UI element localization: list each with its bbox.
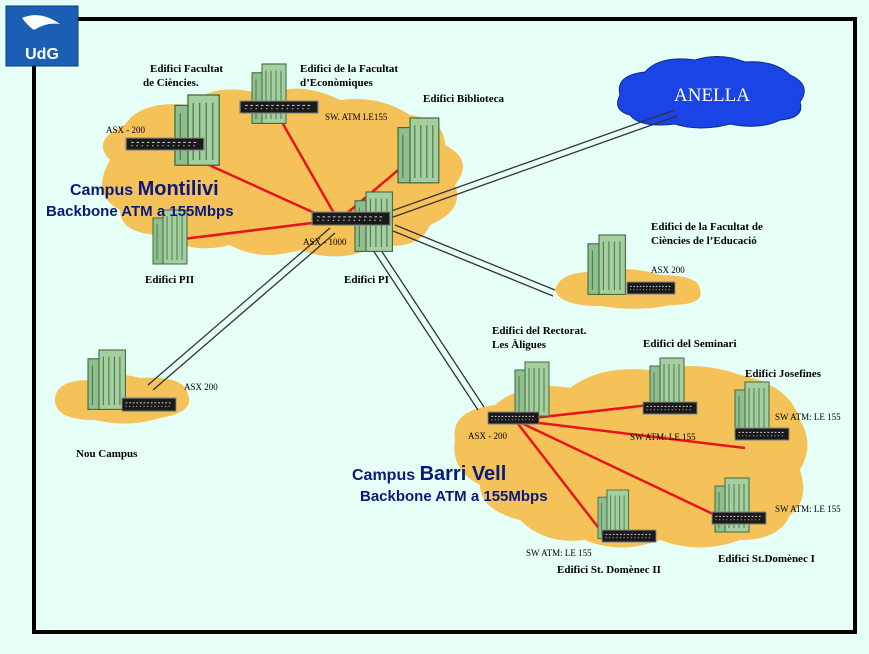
label-rectorat-2: Les Àligues xyxy=(492,339,547,351)
switch-le155-top xyxy=(239,100,319,114)
label-rectorat-1: Edifici del Rectorat. xyxy=(492,325,587,337)
switch-josefines xyxy=(734,427,790,441)
barrivell-title: Campus Barri Vell xyxy=(352,463,506,485)
building-economiques xyxy=(251,63,287,124)
label-asx200-educacio: ASX 200 xyxy=(651,265,685,275)
switch-asx200-montilivi xyxy=(125,137,205,151)
anella-cloud xyxy=(617,56,805,129)
label-sw-domenec-ii: SW ATM: LE 155 xyxy=(526,548,592,558)
switch-domenec-i xyxy=(711,511,767,525)
building-rectorat xyxy=(514,361,550,417)
label-sw-seminari: SW ATM: LE 155 xyxy=(630,432,696,442)
label-pii: Edifici PII xyxy=(145,274,194,286)
switch-domenec-ii xyxy=(601,529,657,543)
building-biblioteca xyxy=(397,117,440,184)
label-educacio-2: Ciències de l’Educació xyxy=(651,235,757,247)
building-educacio xyxy=(587,234,626,295)
label-seminari: Edifici del Seminari xyxy=(643,338,737,350)
label-sw-domenec-i: SW ATM: LE 155 xyxy=(775,504,841,514)
switch-asx200-nou xyxy=(121,397,177,412)
label-st-domenec-i: Edifici St.Domènec I xyxy=(718,553,815,565)
anella-label: ANELLA xyxy=(674,85,750,106)
label-asx1000: ASX - 1000 xyxy=(303,237,347,247)
label-ciencies-1: Edifici Facultat xyxy=(150,63,223,75)
label-st-domenec-ii: Edifici St. Domènec II xyxy=(557,564,661,576)
switch-asx1000 xyxy=(311,211,391,226)
label-economiques-2: d’Econòmiques xyxy=(300,77,373,89)
logo-text: UdG xyxy=(25,46,59,63)
label-pi: Edifici PI xyxy=(344,274,389,286)
label-le155-top: SW. ATM LE155 xyxy=(325,112,388,122)
label-economiques-1: Edifici de la Facultat xyxy=(300,63,398,75)
barrivell-subtitle: Backbone ATM a 155Mbps xyxy=(360,488,548,505)
switch-seminari xyxy=(642,401,698,415)
label-nou-campus: Nou Campus xyxy=(76,448,138,460)
label-biblioteca: Edifici Biblioteca xyxy=(423,93,504,105)
label-asx200-montilivi: ASX - 200 xyxy=(106,125,146,135)
udg-logo: UdG xyxy=(5,5,79,67)
label-josefines: Edifici Josefines xyxy=(745,368,822,380)
label-asx200-barri: ASX - 200 xyxy=(468,431,508,441)
switch-asx200-barri xyxy=(487,411,540,425)
montilivi-title: Campus Montilivi xyxy=(70,178,219,200)
building-nou-campus xyxy=(87,349,126,410)
label-ciencies-2: de Ciències. xyxy=(143,77,199,89)
label-educacio-1: Edifici de la Facultat de xyxy=(651,221,763,233)
label-sw-josefines: SW ATM: LE 155 xyxy=(775,412,841,422)
backbone-links xyxy=(147,109,678,411)
building-ciencies xyxy=(174,94,220,166)
switch-asx200-educacio xyxy=(626,281,676,295)
label-asx200-nou: ASX 200 xyxy=(184,382,218,392)
montilivi-subtitle: Backbone ATM a 155Mbps xyxy=(46,203,234,220)
